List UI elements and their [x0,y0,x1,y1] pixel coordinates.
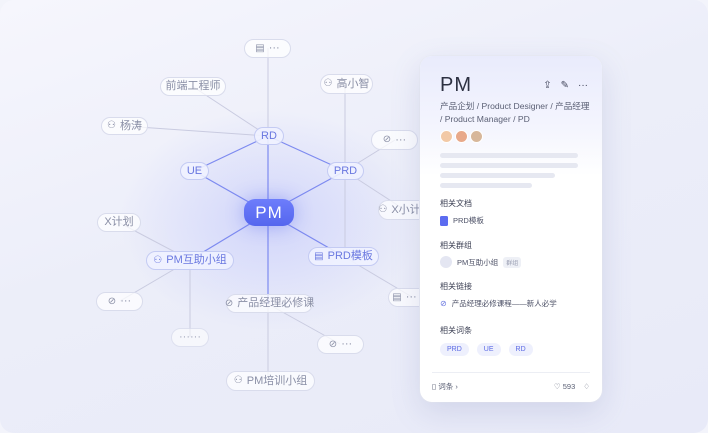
book-icon: ▯ [432,382,437,391]
node-link-left[interactable]: ⊘ ··· [96,292,143,311]
doc-icon: ▤ [314,250,324,262]
link-item[interactable]: ⊘ 产品经理必修课程——新人必学 [440,299,557,308]
avatar[interactable] [470,130,483,143]
term-tags: PRD UE RD [440,343,533,356]
node-prd[interactable]: PRD [327,162,364,180]
doc-icon [440,215,448,226]
doc-icon: ▤ [392,291,402,303]
node-xiaozhi[interactable]: ⚇ 高小智 [320,74,373,94]
card-title: PM [440,74,472,96]
section-terms-title: 相关词条 [440,326,472,335]
group-icon: ⚇ [233,375,243,386]
node-ue[interactable]: UE [180,162,209,180]
node-top-doc[interactable]: ▤ ··· [244,39,291,58]
node-yangtao[interactable]: ⚇ 杨涛 [101,117,148,135]
node-xplan-right[interactable]: ⚇ X小计 [378,200,421,220]
avatar-group [440,130,483,143]
group-item[interactable]: PM互助小组 群组 [440,256,522,268]
group-icon: ⚇ [153,254,163,266]
share-icon[interactable]: ⇪ [543,80,552,91]
card-subtitle: 产品企划 / Product Designer / 产品经理 / Product… [440,101,590,124]
avatar[interactable] [455,130,468,143]
link-icon: ⊘ [440,299,447,308]
term-tag-prd[interactable]: PRD [440,343,469,356]
doc-icon: ▤ [255,42,265,54]
like-button[interactable]: ♡ 593 [553,382,576,391]
text-placeholder [440,163,578,168]
node-course[interactable]: ⊘ 产品经理必修课 [224,294,314,313]
node-rd[interactable]: RD [254,127,284,145]
node-doc-right[interactable]: ▤ ··· [388,288,420,307]
detail-card: PM ⇪ ✎ ··· 产品企划 / Product Designer / 产品经… [420,56,602,402]
thumb-up-icon: ♡ [553,382,561,391]
more-icon[interactable]: ··· [578,80,588,91]
thumb-down-icon[interactable]: ♢ [583,382,590,391]
text-placeholder [440,153,578,158]
node-center-pm[interactable]: PM [244,199,294,226]
entry-link[interactable]: ▯ 词条 › [432,382,458,391]
doc-item[interactable]: PRD模板 [440,215,484,226]
link-icon: ⊘ [107,295,117,307]
card-footer: ▯ 词条 › ♡ 593 ♢ [432,372,590,392]
node-training[interactable]: ⚇ PM培训小组 [226,371,315,391]
card-actions: ⇪ ✎ ··· [543,80,588,91]
node-xplan-left[interactable]: X计划 [97,213,141,232]
person-icon: ⚇ [323,78,333,89]
node-prd-template[interactable]: ▤ PRD模板 [308,247,379,266]
section-links-title: 相关链接 [440,282,472,291]
link-icon: ⊘ [224,297,234,309]
text-placeholder [440,173,555,178]
avatar[interactable] [440,130,453,143]
link-icon: ⊘ [328,338,338,350]
section-groups-title: 相关群组 [440,241,472,250]
term-tag-rd[interactable]: RD [508,343,533,356]
node-pm-group[interactable]: ⚇ PM互助小组 [146,251,234,270]
group-avatar [440,256,452,268]
text-placeholder [440,183,532,188]
section-docs-title: 相关文档 [440,199,472,208]
node-dots[interactable]: ······ [171,328,209,347]
node-link-bottom[interactable]: ⊘ ··· [317,335,364,354]
edit-icon[interactable]: ✎ [560,80,569,91]
term-tag-ue[interactable]: UE [476,343,501,356]
group-tag: 群组 [503,256,522,268]
node-frontend[interactable]: 前端工程师 [160,77,226,96]
person-icon: ⚇ [107,120,116,131]
footer-actions: ♡ 593 ♢ [554,382,590,391]
node-link-top-right[interactable]: ⊘ ··· [371,130,418,150]
person-icon: ⚇ [378,204,388,215]
link-icon: ⊘ [382,134,392,145]
